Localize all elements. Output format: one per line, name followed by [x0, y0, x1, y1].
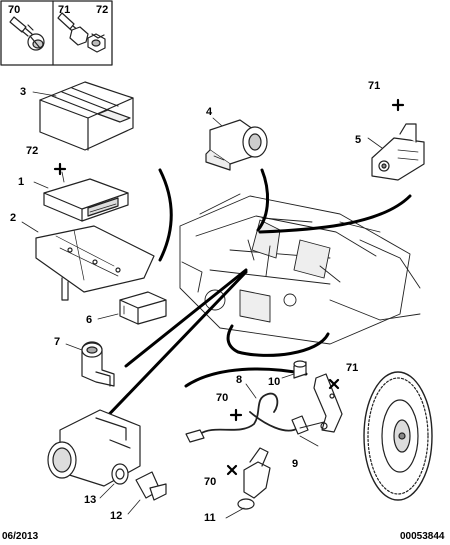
flywheel — [363, 371, 433, 501]
callout-13: 13 — [84, 494, 97, 506]
sensor-part-11 — [225, 447, 271, 519]
callout-6: 6 — [86, 314, 93, 326]
fastener-label-72: 72 — [96, 4, 109, 16]
callout-70-b: 70 — [204, 476, 217, 488]
callout-7: 7 — [54, 336, 61, 348]
ecu-cover-part-3 — [32, 81, 134, 151]
callout-12: 12 — [110, 510, 123, 522]
relay-part-6 — [97, 291, 167, 325]
fastener-label-70: 70 — [8, 4, 21, 16]
bolt-71-icon — [57, 12, 89, 46]
spacer-part-10 — [281, 360, 307, 379]
footer-date: 06/2013 — [2, 531, 39, 542]
marker-crosses — [53, 98, 405, 476]
callout-10: 10 — [268, 376, 281, 388]
callout-2: 2 — [10, 212, 17, 224]
callout-1: 1 — [18, 176, 25, 188]
callout-70-a: 70 — [216, 392, 229, 404]
callout-5: 5 — [355, 134, 362, 146]
nut-72-icon — [87, 33, 106, 53]
bracket-part-2 — [21, 221, 155, 301]
footer-reference: 00053844 — [400, 531, 445, 542]
engine-bay — [179, 193, 421, 345]
fastener-box — [0, 0, 113, 66]
connector-part-7 — [65, 341, 115, 387]
callout-72-a: 72 — [26, 145, 39, 157]
sensor-part-4 — [205, 117, 268, 171]
callout-9: 9 — [292, 458, 299, 470]
sensor-part-12 — [127, 471, 167, 515]
bracket-part-9 — [299, 373, 343, 447]
callout-3: 3 — [20, 86, 27, 98]
callout-11: 11 — [204, 512, 216, 524]
callout-8: 8 — [236, 374, 243, 386]
harness-part-8 — [185, 383, 309, 443]
seal-part-13 — [99, 463, 129, 499]
callout-4: 4 — [206, 106, 213, 118]
fastener-label-71: 71 — [58, 4, 71, 16]
bolt-70-icon — [9, 16, 45, 51]
sensor-part-5 — [367, 123, 425, 181]
callout-71-b: 71 — [346, 362, 359, 374]
ecu-part-1 — [33, 171, 129, 222]
leader-lines — [94, 168, 412, 430]
callout-71-a: 71 — [368, 80, 381, 92]
